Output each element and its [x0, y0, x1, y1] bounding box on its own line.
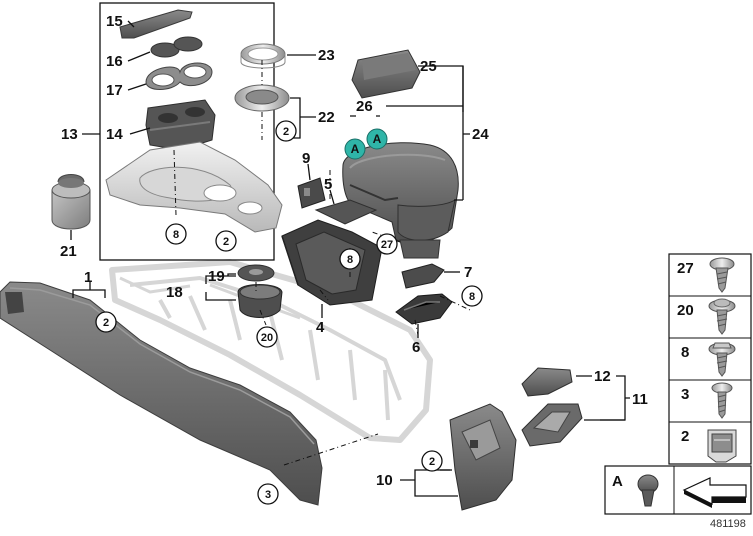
part-11-trim-frame: [521, 403, 583, 447]
part-4-storage-tray: [281, 219, 383, 306]
part-21-ashtray: [51, 174, 91, 230]
ref-2-b: 2: [283, 126, 289, 138]
screw-pan-head-icon: [711, 382, 733, 419]
screw-hex-washer-icon: [708, 342, 736, 377]
part-24-armrest: [342, 142, 459, 259]
ref-3: 3: [265, 489, 271, 501]
legend-label-2: 2: [681, 428, 689, 445]
fastener-legend: [668, 253, 752, 465]
circled-refs: [95, 120, 483, 505]
direction-arrow-icon: [682, 477, 747, 508]
callout-5: 5: [324, 176, 332, 193]
ref-27: 27: [381, 239, 393, 251]
ref-20: 20: [261, 332, 273, 344]
callout-4: 4: [316, 319, 325, 336]
ref-2-d: 2: [429, 456, 435, 468]
callout-10: 10: [376, 472, 393, 489]
part-23-chrome-ring: [240, 43, 286, 69]
callout-15: 15: [106, 13, 123, 30]
part-6-bracket: [395, 293, 453, 325]
callout-16: 16: [106, 53, 123, 70]
part-10-front-trim: [449, 403, 517, 511]
part-side-trim: [0, 281, 323, 506]
center-console-group-box: [99, 2, 275, 261]
callout-9: 9: [302, 150, 310, 167]
callout-6: 6: [412, 339, 420, 356]
callout-24: 24: [472, 126, 489, 143]
callout-21: 21: [60, 243, 77, 260]
part-12-trim-cover: [521, 367, 573, 397]
callout-7: 7: [464, 264, 472, 281]
callout-17: 17: [106, 82, 123, 99]
clip-nut-icon: [707, 429, 737, 463]
bottom-legend: [604, 465, 752, 515]
part-18-cup-holder: [237, 284, 283, 318]
diagram-reference-number: 481198: [710, 518, 746, 530]
callout-19: 19: [208, 268, 225, 285]
part-22-shift-trim: [234, 84, 290, 112]
callout-26: 26: [356, 98, 373, 115]
callout-14: 14: [106, 126, 123, 143]
callout-25: 25: [420, 58, 437, 75]
ref-8-b: 8: [347, 254, 353, 266]
part-19-cup-cover: [237, 264, 275, 282]
ref-2-a: 2: [223, 236, 229, 248]
part-16-insert: [150, 36, 203, 58]
part-15-cover: [119, 9, 193, 39]
ref-8-a: 8: [173, 229, 179, 241]
badge-a: [344, 128, 388, 160]
legend-label-8: 8: [681, 344, 689, 361]
part-5-mat: [314, 199, 378, 225]
ref-2-c: 2: [103, 317, 109, 329]
callout-13: 13: [61, 126, 78, 143]
screw-flat-head-icon: [709, 257, 735, 293]
screw-washer-head-icon: [708, 298, 736, 335]
ref-8-c: 8: [469, 291, 475, 303]
legend-label-20: 20: [677, 302, 694, 319]
legend-label-3: 3: [681, 386, 689, 403]
rivet-plug-icon: [637, 474, 659, 507]
part-25-armrest-lid-pad: [351, 49, 421, 99]
part-14-cupholder: [145, 99, 216, 151]
callout-22: 22: [318, 109, 335, 126]
part-9-panel: [297, 177, 326, 209]
callout-12: 12: [594, 368, 611, 385]
legend-label-27: 27: [677, 260, 694, 277]
callout-11: 11: [632, 391, 648, 408]
bottom-legend-label: A: [612, 473, 623, 490]
badge-a-1: A: [351, 142, 360, 156]
leader-lines: [70, 20, 630, 497]
callout-18: 18: [166, 284, 183, 301]
badge-a-2: A: [373, 132, 382, 146]
part-7-pad: [401, 263, 445, 289]
part-17-ring: [145, 62, 213, 90]
callout-1: 1: [84, 269, 92, 286]
callout-23: 23: [318, 47, 335, 64]
part-13-trim-panel: [105, 141, 283, 233]
